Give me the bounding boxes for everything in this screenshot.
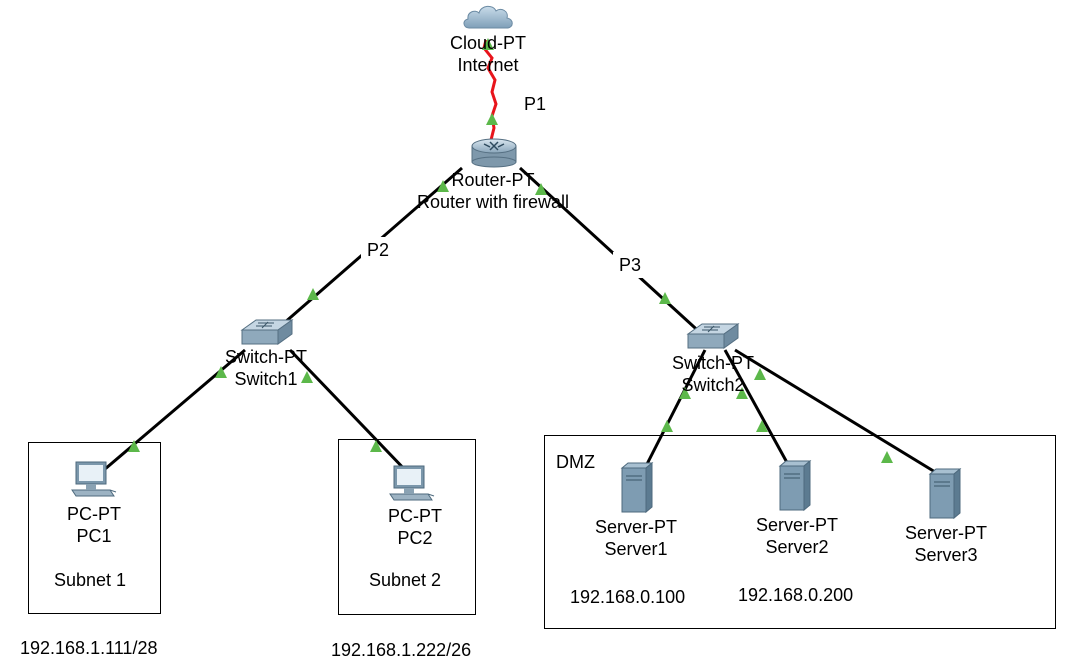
router-label: Router-PT Router with firewall [417,169,569,213]
port-indicator-icon [128,440,140,452]
link-label-p1: P1 [517,91,553,117]
port-indicator-icon [486,113,498,125]
pc2-address: 192.168.1.222/26 [325,637,478,663]
pc1-label: PC-PT PC1 [67,503,121,547]
port-indicator-icon [661,420,673,432]
link-switch2-server3 [734,348,941,477]
device-type: Server-PT [755,515,839,535]
router-icon[interactable] [470,136,518,168]
port-indicator-icon [881,451,893,463]
server3-label: Server-PT Server3 [905,522,987,566]
server2-address: 192.168.0.200 [732,582,860,608]
link-switch2-server1 [643,349,707,469]
link-switch2-server2 [723,349,792,469]
port-indicator-icon [370,440,382,452]
pc1-address: 192.168.1.111/28 [14,635,164,661]
port-indicator-icon [754,368,766,380]
pc2-icon[interactable] [388,464,436,504]
switch1-icon[interactable] [240,318,294,348]
device-type: Switch-PT [224,347,308,367]
port-indicator-icon [535,183,547,195]
server2-label: Server-PT Server2 [756,514,838,558]
server1-label: Server-PT Server1 [595,516,677,560]
server1-address: 192.168.0.100 [564,584,692,610]
device-name: Switch2 [681,375,745,395]
device-type: Router-PT [451,170,535,190]
subnet1-box [28,442,161,614]
device-type: Cloud-PT [449,33,527,53]
cloud-icon[interactable] [461,2,515,32]
pc1-icon[interactable] [70,460,118,500]
switch2-label: Switch-PT Switch2 [672,352,754,396]
device-type: Server-PT [904,523,988,543]
device-type: PC-PT [67,504,121,524]
device-type: Switch-PT [671,353,755,373]
pc2-label: PC-PT PC2 [388,505,442,549]
device-name: PC2 [397,528,433,548]
dmz-label: DMZ [552,450,599,474]
device-name: Server2 [765,537,829,557]
link-switch1-pc2 [288,348,412,477]
device-name: Router with firewall [416,192,570,212]
port-indicator-icon [307,288,319,300]
port-indicator-icon [301,371,313,383]
server1-icon[interactable] [620,462,654,514]
device-name: Server1 [604,539,668,559]
subnet2-label: Subnet 2 [365,568,446,592]
device-type: PC-PT [388,506,442,526]
port-indicator-icon [437,180,449,192]
link-label-p3: P3 [612,252,648,278]
cloud-label: Cloud-PT Internet [450,32,526,76]
port-indicator-icon [659,292,671,304]
port-indicator-icon [679,387,691,399]
port-indicator-icon [736,387,748,399]
port-indicator-icon [215,366,227,378]
subnet2-box [338,439,476,615]
device-name: PC1 [76,526,112,546]
link-switch1-pc1 [97,348,246,477]
switch2-icon[interactable] [686,322,740,352]
link-router-switch2 [518,166,707,339]
server2-icon[interactable] [778,460,812,512]
device-name: Switch1 [234,369,298,389]
device-name: Internet [457,55,519,75]
subnet1-label: Subnet 1 [50,568,131,592]
link-label-p2: P2 [360,237,396,263]
device-type: Server-PT [594,517,678,537]
port-indicator-icon [482,38,494,50]
device-name: Server3 [914,545,978,565]
server3-icon[interactable] [928,468,962,520]
switch1-label: Switch-PT Switch1 [225,346,307,390]
dmz-box [544,435,1056,629]
port-indicator-icon [756,420,768,432]
